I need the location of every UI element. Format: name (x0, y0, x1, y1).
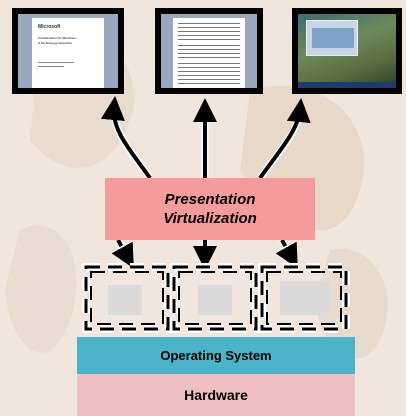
document-subtitle-2: A Technology Overview (38, 41, 72, 45)
monitor-left-screen: Microsoft Virtualization for Windows: A … (18, 14, 118, 88)
vm-frame-1 (82, 263, 172, 333)
monitor-left: Microsoft Virtualization for Windows: A … (12, 8, 124, 94)
text-line (178, 67, 240, 68)
document-subtitle-1: Virtualization for Windows: (38, 36, 77, 40)
virtualization-label: Virtualization (163, 210, 257, 227)
document-line (38, 66, 64, 67)
document-page: Microsoft Virtualization for Windows: A … (32, 18, 104, 88)
document-title: Microsoft (38, 24, 61, 30)
text-line (178, 71, 240, 72)
text-line (178, 83, 240, 84)
text-line (178, 63, 240, 64)
vm-placeholder-3 (280, 281, 330, 315)
text-line (178, 35, 240, 36)
hardware-label: Hardware (184, 387, 248, 403)
arrow-to-vm-1 (111, 239, 134, 269)
arrow-to-vm-3 (275, 239, 298, 269)
presentation-label: Presentation (164, 191, 256, 208)
presentation-virtualization-box: Presentation Virtualization (105, 178, 315, 240)
desktop-window-content (312, 28, 354, 48)
text-line (178, 53, 240, 54)
monitor-center-screen (161, 14, 257, 88)
text-line (178, 57, 240, 58)
vm-frame-3 (258, 263, 350, 333)
text-line (178, 79, 240, 80)
operating-system-label: Operating System (160, 348, 272, 363)
arrow-to-left-monitor (100, 96, 152, 180)
text-line (178, 75, 240, 76)
monitor-right (292, 8, 402, 94)
document-line (38, 62, 74, 63)
hardware-layer: Hardware (77, 374, 355, 416)
monitor-right-screen (298, 14, 396, 88)
monitor-center (155, 8, 263, 94)
arrow-to-right-monitor (258, 98, 311, 180)
vm-placeholder-1 (108, 285, 142, 315)
text-line (178, 39, 240, 40)
text-line (178, 31, 240, 32)
text-line (178, 49, 240, 50)
text-line (178, 45, 240, 46)
text-document-page (173, 18, 245, 88)
text-line (178, 27, 240, 28)
taskbar (298, 82, 396, 88)
vm-frame-2 (170, 263, 260, 333)
operating-system-layer: Operating System (77, 337, 355, 374)
vm-placeholder-2 (198, 285, 232, 315)
text-line (178, 23, 240, 24)
